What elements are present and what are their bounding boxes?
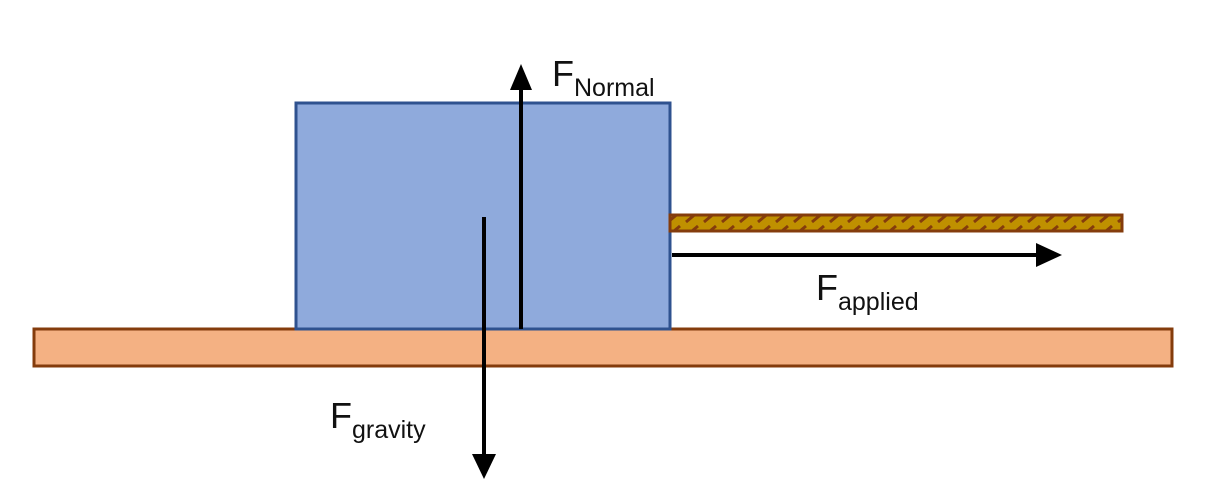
gravity-force-label: Fgravity <box>330 395 426 443</box>
gravity-force-label-main: F <box>330 395 352 436</box>
applied-force-label-main: F <box>816 267 838 308</box>
gravity-force-arrowhead <box>472 454 496 479</box>
gravity-force-label-sub: gravity <box>352 416 426 444</box>
normal-force-label-sub: Normal <box>574 74 655 102</box>
applied-force-label-sub: applied <box>838 288 919 316</box>
applied-force-arrowhead <box>1036 243 1062 267</box>
applied-force-label: Fapplied <box>816 267 919 315</box>
normal-force-arrowhead <box>510 64 532 90</box>
rope <box>668 213 1124 233</box>
normal-force-label-main: F <box>552 53 574 94</box>
normal-force-label: FNormal <box>552 53 655 101</box>
ground-surface <box>32 327 1174 368</box>
